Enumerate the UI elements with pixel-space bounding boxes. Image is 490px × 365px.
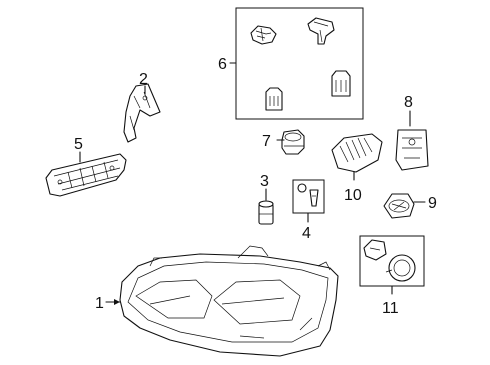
callout-2: 2 [139,71,148,88]
cap-part-11b [385,254,416,282]
callout-3: 3 [260,173,269,190]
part-6-group-box [235,7,364,120]
unit-part-9 [383,193,415,219]
callout-11: 11 [382,300,399,317]
rail-part-5 [45,153,127,197]
module-part-8 [395,129,429,171]
bracket-part-2 [123,83,161,143]
headlamp-part-1 [119,245,339,357]
clip-part-6d [331,70,351,97]
callout-1: 1 [95,295,104,312]
callout-9: 9 [428,195,437,212]
callout-6: 6 [218,56,227,73]
callout-4: 4 [302,225,311,242]
seal-part-11a [363,239,387,261]
clip-part-6a [250,25,277,45]
callout-5: 5 [74,136,83,153]
heatsink-part-10 [331,133,383,173]
socket-part-3 [258,200,274,225]
part-4-box [292,179,325,214]
callout-10: 10 [344,187,362,204]
callout-8: 8 [404,94,413,111]
clip-part-6b [307,17,335,45]
callout-7: 7 [262,133,271,150]
bulb-part-4 [297,183,319,207]
actuator-part-7 [281,129,305,155]
clip-part-6c [265,87,283,111]
leader-1-arrow [114,299,120,305]
